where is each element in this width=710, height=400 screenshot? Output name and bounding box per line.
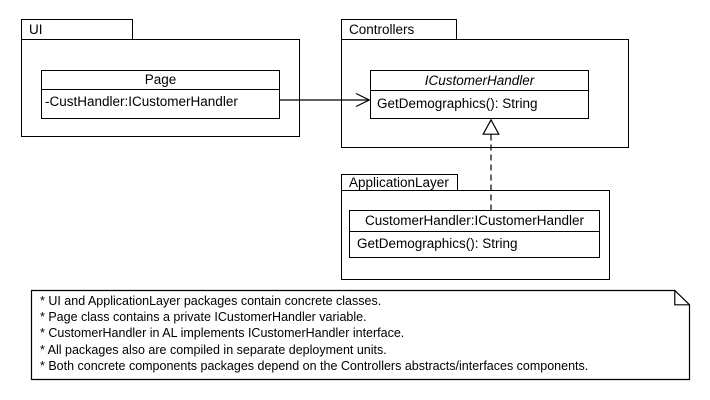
package-controllers-tab: Controllers <box>341 19 457 40</box>
interface-icustomerhandler: ICustomerHandler GetDemographics(): Stri… <box>370 70 589 119</box>
class-customerhandler-title: CustomerHandler:ICustomerHandler <box>350 211 599 232</box>
interface-icustomerhandler-title: ICustomerHandler <box>371 71 588 91</box>
note-line: * CustomerHandler in AL implements ICust… <box>40 326 405 341</box>
package-controllers-label: Controllers <box>349 22 415 37</box>
note-line: * Page class contains a private ICustome… <box>40 310 367 325</box>
package-applicationlayer-label: ApplicationLayer <box>349 175 449 190</box>
note-annotation: * UI and ApplicationLayer packages conta… <box>40 293 682 374</box>
class-customerhandler: CustomerHandler:ICustomerHandler GetDemo… <box>349 210 600 258</box>
class-customerhandler-method: GetDemographics(): String <box>357 236 518 251</box>
package-ui-tab: UI <box>21 19 133 40</box>
class-page-title: Page <box>42 71 279 90</box>
note-line: * Both concrete components packages depe… <box>40 358 589 373</box>
interface-icustomerhandler-method: GetDemographics(): String <box>377 96 538 111</box>
package-applicationlayer-tab: ApplicationLayer <box>341 174 458 191</box>
note-line: * UI and ApplicationLayer packages conta… <box>40 294 382 308</box>
class-page-attribute: -CustHandler:ICustomerHandler <box>45 94 238 109</box>
note-line: * All packages also are compiled in sepa… <box>40 342 387 357</box>
package-ui-label: UI <box>29 22 43 37</box>
class-page: Page -CustHandler:ICustomerHandler <box>41 70 280 119</box>
